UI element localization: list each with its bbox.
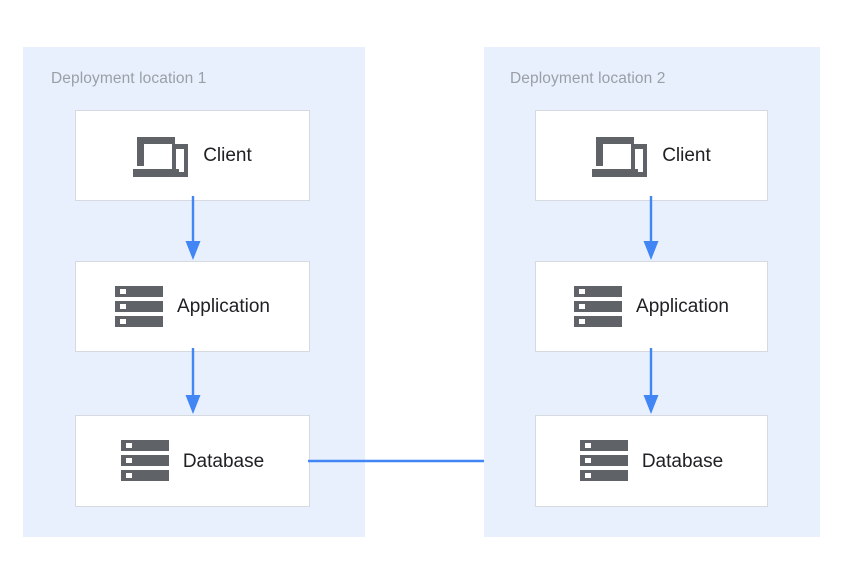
node-application-2[interactable]: Application	[535, 261, 768, 352]
client-devices-icon	[133, 133, 189, 178]
node-client-1-label: Client	[203, 145, 252, 166]
arrow-client-2-to-application-2	[643, 196, 659, 260]
deployment-zone-2-label: Deployment location 2	[510, 70, 666, 87]
node-database-2[interactable]: Database	[535, 415, 768, 507]
node-database-2-label: Database	[641, 450, 724, 472]
node-client-2[interactable]: Client	[535, 110, 768, 201]
node-application-1[interactable]: Application	[75, 261, 310, 352]
node-database-1[interactable]: Database	[75, 415, 310, 507]
server-stack-icon	[574, 283, 623, 331]
node-application-2-label: Application	[636, 296, 729, 317]
server-stack-icon	[115, 283, 164, 331]
arrow-client-1-to-application-1	[185, 196, 201, 260]
server-stack-icon	[579, 437, 628, 485]
server-stack-icon	[120, 437, 169, 485]
deployment-zone-1-label: Deployment location 1	[51, 70, 207, 87]
node-client-2-label: Client	[662, 145, 711, 166]
client-devices-icon	[592, 133, 648, 178]
node-application-1-label: Application	[177, 296, 270, 317]
arrow-application-2-to-database-2	[643, 348, 659, 414]
node-client-1[interactable]: Client	[75, 110, 310, 201]
node-database-1-label: Database	[182, 450, 265, 472]
arrow-application-1-to-database-1	[185, 348, 201, 414]
